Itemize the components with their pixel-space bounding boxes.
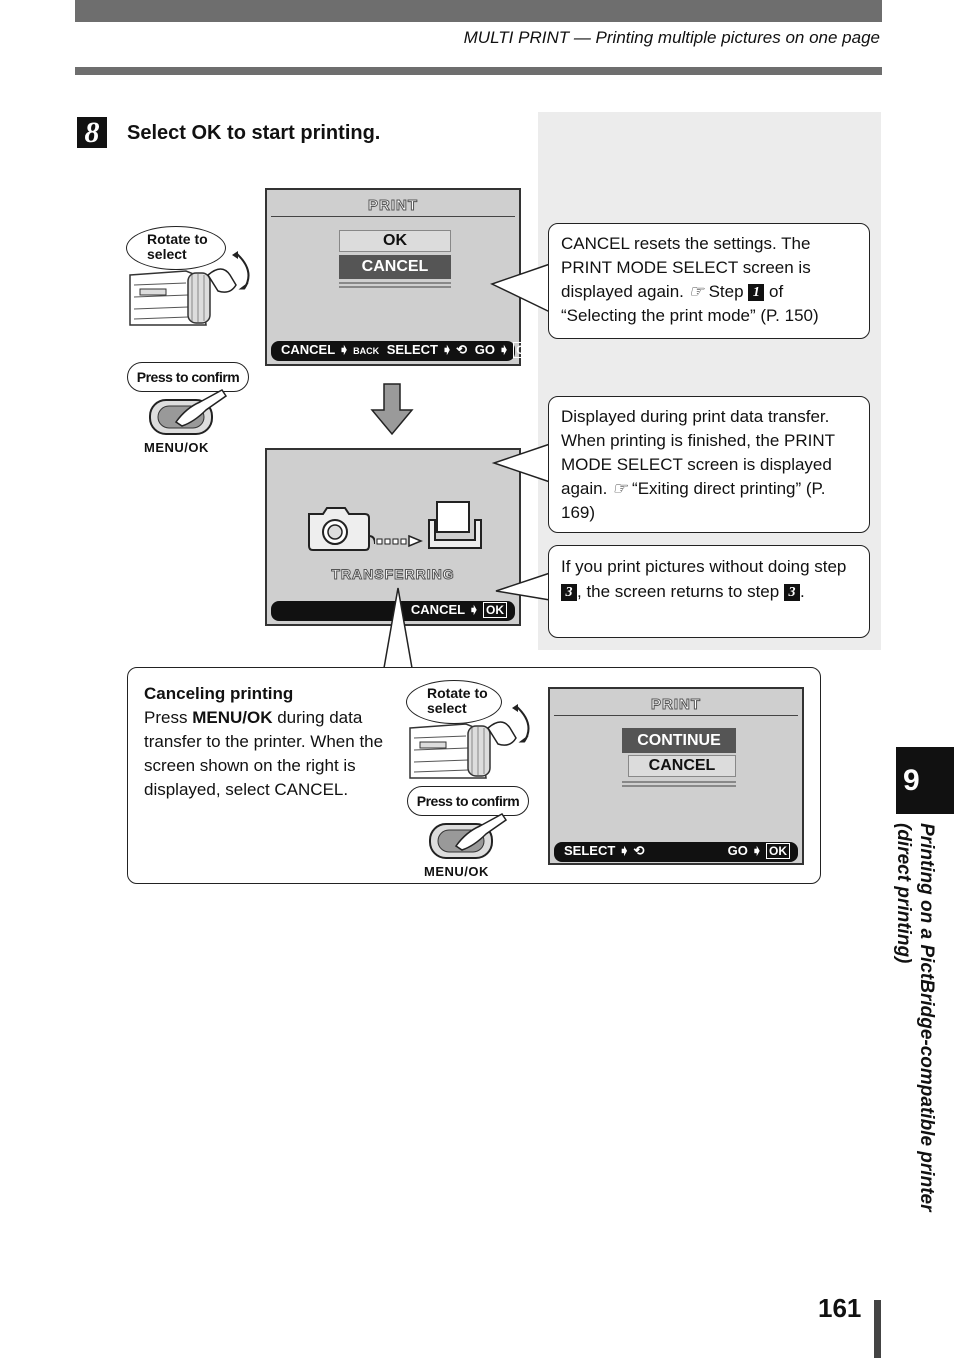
menu-underline [339,282,451,284]
rotate-bubble: Rotate to select [406,680,502,724]
right-arrow-icon: ➧ [338,342,350,357]
chapter-title: Printing on a PictBridge-compatible prin… [880,823,940,1263]
hand-press-icon [429,813,508,859]
hint-select: SELECT [386,342,439,357]
menu-underline [622,781,736,783]
lcd-transfer-screen: TRANSFERRING CANCEL ➧ OK [265,448,521,626]
menu-item-continue[interactable]: CONTINUE [622,728,736,753]
menu-underline [339,286,451,288]
menu-ok-label: MENU/OK [424,864,489,879]
return-step-number: 3 [561,584,577,602]
hint-go: GO [727,843,748,858]
menu-item-cancel[interactable]: CANCEL [339,255,451,279]
menu-item-ok[interactable]: OK [339,230,451,252]
ref-pointer-icon: ☞ [688,282,704,301]
cancel-note-text: CANCEL resets the settings. The PRINT MO… [561,234,811,301]
hint-back: BACK [353,346,380,356]
ref-step-prefix: Step [708,282,744,301]
hand-rotate-icon [129,251,250,326]
lcd-bottom-bar: CANCEL ➧ BACK SELECT ➧ ⟲ GO ➧ OK [271,341,538,361]
right-arrow-icon: ➧ [468,602,480,617]
hand-press-icon [149,389,228,435]
right-arrow-icon: ➧ [441,342,453,357]
hint-go-group: GO ➧ OK [728,842,790,860]
page-number: 161 [818,1293,862,1323]
callout-transfer-note: Displayed during print data transfer. Wh… [548,396,870,533]
transfer-note-ref: “Exiting direct printing” (P. 169) [561,479,826,522]
lcd-print-screen: PRINT OK CANCEL CANCEL ➧ BACK SELECT ➧ ⟲… [265,188,538,366]
transfer-note-text: Displayed during print data transfer. Wh… [561,407,835,498]
camera-icon [308,507,375,551]
ok-key-icon: OK [766,843,790,859]
confirm-label: Press to confirm [416,793,520,809]
hint-go: GO [474,342,495,357]
lcd-divider [271,216,515,217]
lcd-bottom-bar: CANCEL ➧ OK [271,601,515,621]
canceling-heading: Canceling printing [144,684,294,703]
lcd-continue-screen: PRINT CONTINUE CANCEL SELECT ➧ ⟲ GO ➧ OK [548,687,804,865]
ok-key-icon: OK [513,342,538,358]
right-arrow-icon: ➧ [751,843,763,858]
confirm-pill: Press to confirm [127,362,249,392]
chapter-title-line1: Printing on a PictBridge-compatible prin… [916,823,937,1212]
canceling-body-prefix: Press [144,708,188,727]
menu-underline [622,785,736,787]
ref-pointer-icon: ☞ [612,479,628,498]
lcd-title: PRINT [368,197,418,215]
hint-cancel: CANCEL [410,602,465,617]
callout-return-note: If you print pictures without doing step… [548,545,870,638]
return-note-middle: , the screen returns to step [577,582,780,601]
header-rule [75,67,882,75]
rotate-label: Rotate to select [427,685,488,716]
rotate-bubble: Rotate to select [126,226,226,270]
page-marker-bar [874,1300,881,1358]
callout-pointers [383,263,551,669]
canceling-body-rest: during data transfer to the printer. Whe… [144,708,384,799]
running-title: MULTI PRINT — Printing multiple pictures… [463,28,880,47]
header-bar [75,0,882,22]
right-arrow-icon: ➧ [498,342,510,357]
ref-step-number: 1 [748,284,765,302]
canceling-body-bold: MENU/OK [192,708,273,727]
printer-icon [428,501,482,549]
confirm-pill: Press to confirm [407,786,529,816]
lcd-bottom-bar: SELECT ➧ ⟲ GO ➧ OK [554,842,798,862]
rotate-label: Rotate to select [147,231,208,262]
right-arrow-icon: ➧ [618,843,630,858]
canceling-body: Press MENU/OK during data transfer to th… [144,706,394,802]
chapter-title-line2: (direct printing) [893,823,914,964]
callout-cancel-note: CANCEL resets the settings. The PRINT MO… [548,223,870,339]
hint-select: SELECT [564,843,616,858]
dial-icon: ⟲ [633,843,645,858]
ref-step-suffix: of “Selecting the print mode” (P. 150) [561,282,819,325]
hand-rotate-icon [409,704,530,779]
return-note-suffix: . [799,582,805,601]
transfer-title: TRANSFERRING [331,566,455,583]
chapter-title-text: Printing on a PictBridge-compatible prin… [892,823,938,1211]
canceling-text: Canceling printing Press MENU/OK during … [144,682,394,802]
menu-ok-label: MENU/OK [144,440,209,455]
chapter-tab: 9 [896,747,954,814]
menu-item-cancel[interactable]: CANCEL [628,755,736,777]
down-arrow-icon [370,383,414,436]
hint-cancel: CANCEL [281,342,335,357]
return-note-prefix: If you print pictures without doing step [561,557,847,576]
transfer-dots [376,534,423,548]
step-title: Select OK to start printing. [127,122,381,144]
step-number: 8 [77,117,107,148]
confirm-label: Press to confirm [136,369,240,385]
return-step-number-2: 3 [783,584,800,602]
lcd-title: PRINT [651,696,701,714]
lcd-divider [554,715,798,716]
ok-key-icon: OK [483,602,507,618]
dial-icon: ⟲ [456,342,468,357]
